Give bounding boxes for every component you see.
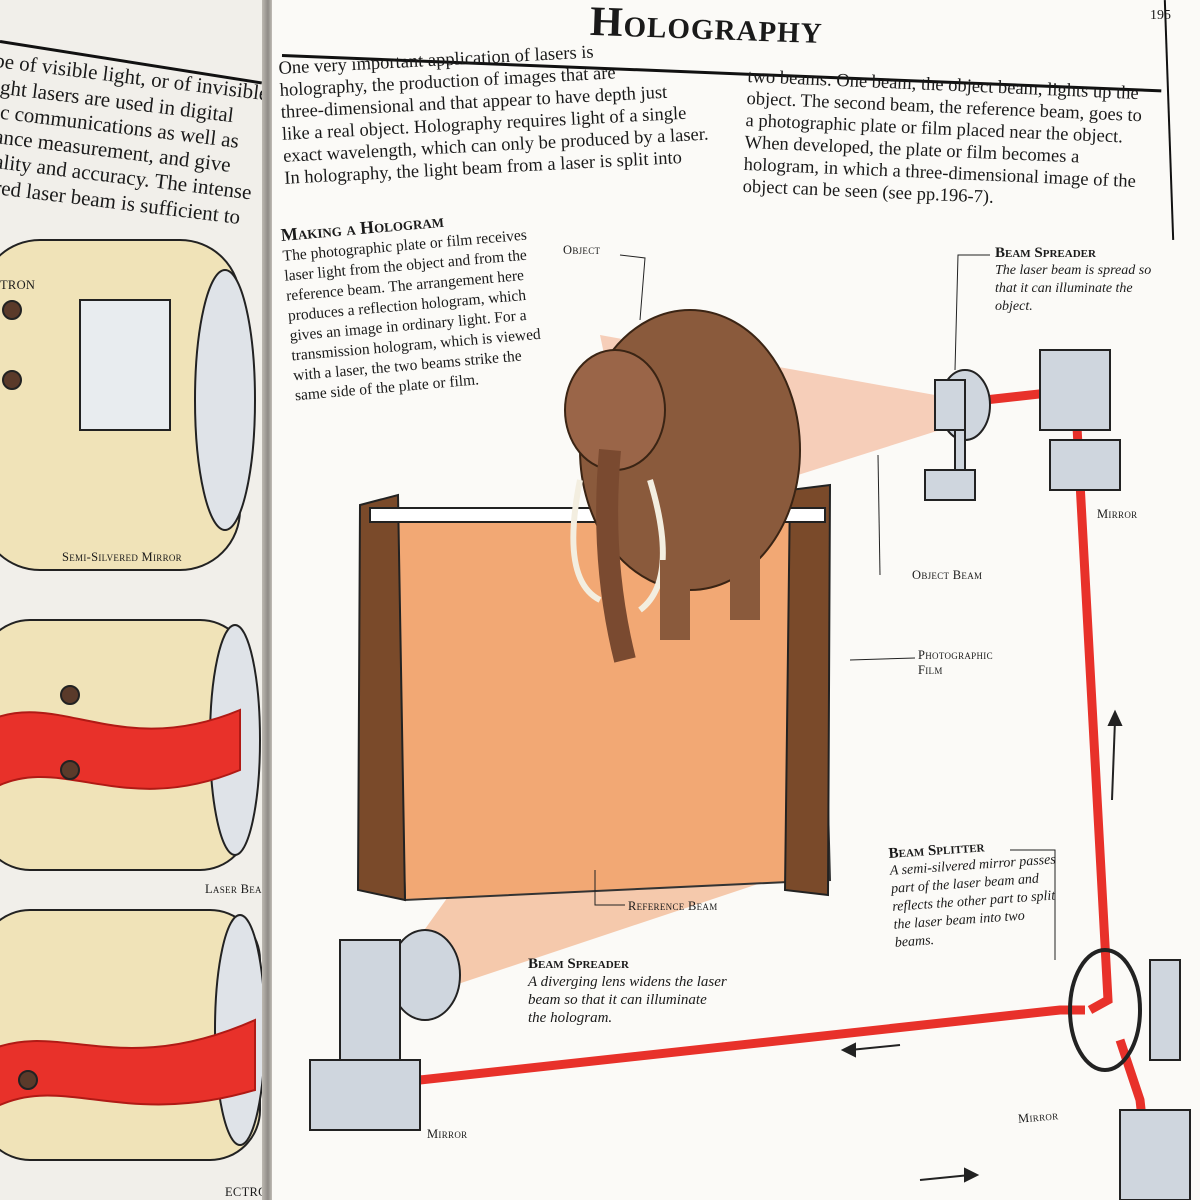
left-page: be of visible light, or of invisible igh… [0,0,268,1200]
caption-text: The laser beam is spread so that it can … [995,263,1152,314]
label-semi-silvered-mirror: Semi-Silvered Mirror [62,550,182,564]
leader-lines [594,254,1056,960]
mirror-top-icon [1039,349,1121,491]
label-laser-beam: Laser Beam [205,882,268,896]
tube-1 [0,239,256,571]
beam-spreader-top-icon [924,369,991,501]
caption-title: Beam Spreader [528,956,629,972]
mammoth-icon [564,309,801,663]
caption-beam-spreader-top: Beam Spreader The laser beam is spread s… [995,244,1155,316]
caption-text: A semi-silvered mirror passes part of th… [889,852,1057,951]
caption-beam-spreader-bottom: Beam Spreader A diverging lens widens th… [528,955,728,1027]
label-electron: TRON [0,278,36,292]
tube-3 [0,909,266,1161]
beam-splitter-icon [1068,948,1181,1072]
making-hologram-sidebar: Making a Hologram The photographic plate… [280,202,555,406]
caption-title: Beam Spreader [995,245,1096,261]
sidebar-body: The photographic plate or film receives … [282,226,542,405]
caption-beam-splitter: Beam Splitter A semi-silvered mirror pas… [888,833,1065,953]
label-photographic-film: Photographic Film [918,648,993,677]
label-mirror-bottom-left: Mirror [427,1127,468,1141]
tube-2 [0,619,261,871]
mirror-bottom-right-icon [1119,1109,1191,1200]
beam-spreader-bottom-icon [309,929,461,1131]
label-reference-beam: Reference Beam [628,899,718,913]
label-mirror-top: Mirror [1097,507,1138,521]
direction-arrows [840,709,1123,1183]
label-object-beam: Object Beam [912,568,983,582]
laser-tube-illustration [0,239,266,1161]
label-object: Object [563,243,601,257]
book-gutter [262,0,274,1200]
caption-text: A diverging lens widens the laser beam s… [528,974,727,1026]
label-electrode: ECTRODE [225,1185,268,1199]
